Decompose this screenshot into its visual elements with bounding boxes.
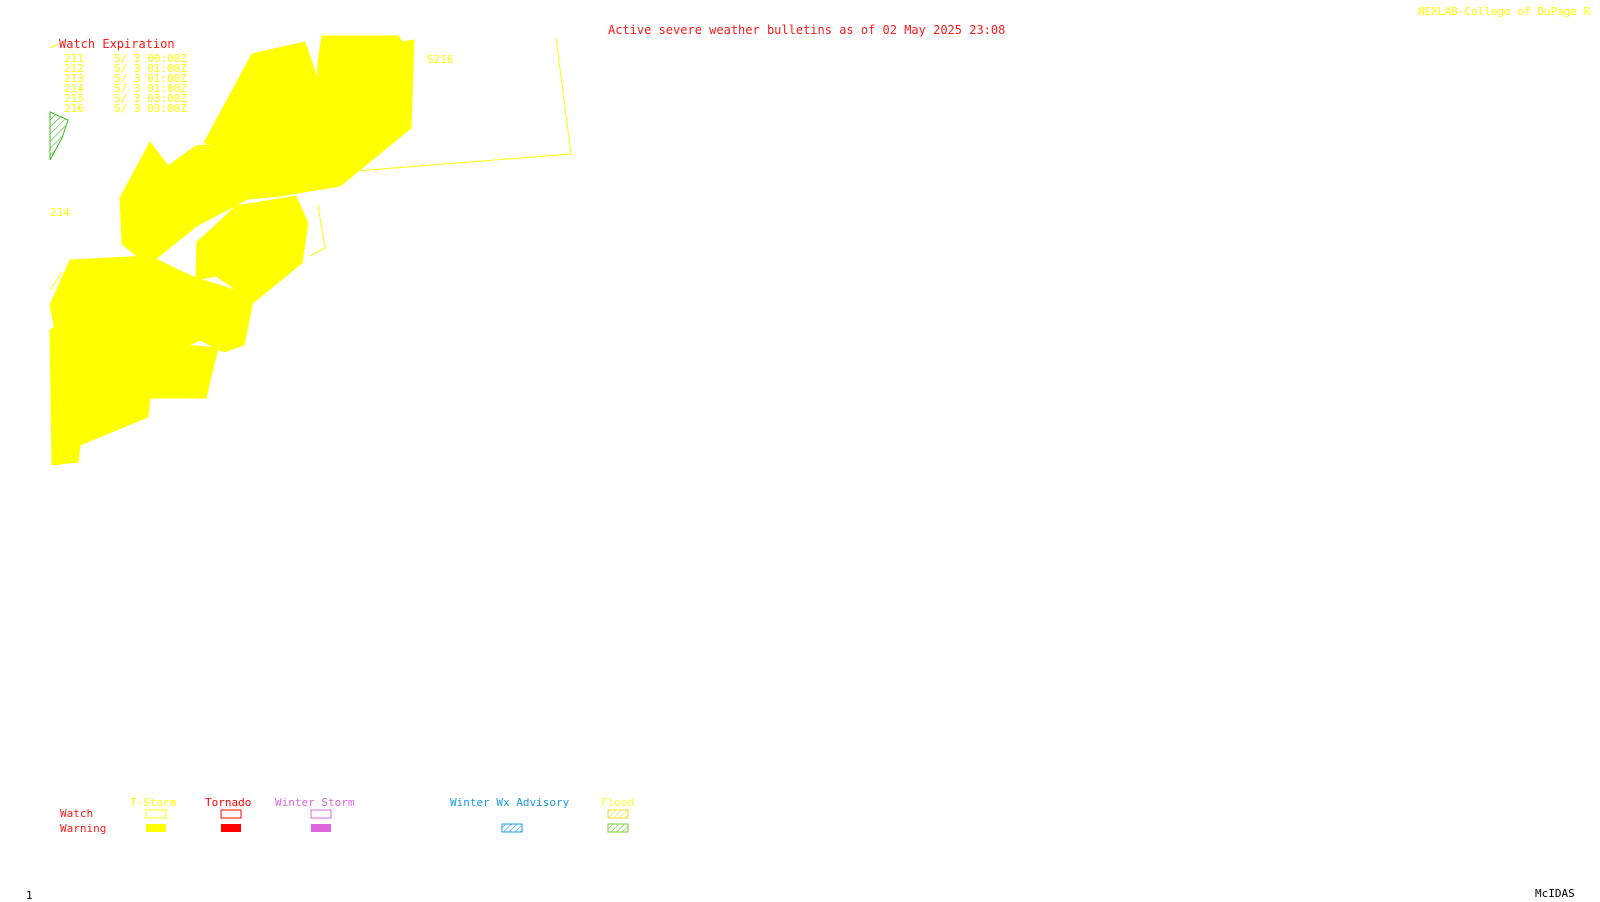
legend-warning-row-label: Warning: [60, 822, 107, 835]
watch-214-outline: [309, 204, 326, 257]
watch-id: 213: [64, 72, 84, 85]
watch-time: 5/ 3 03:00Z: [114, 92, 187, 105]
watch-id: 211: [64, 52, 84, 65]
watch-id: 214: [64, 82, 84, 95]
flood-warning-area: [49, 111, 69, 161]
legend-winter-storm-label: Winter Storm: [275, 796, 355, 809]
list-item: 212 5/ 3 01:00Z: [64, 62, 187, 75]
frame-number: 1: [26, 889, 33, 902]
legend-swatches: [145, 809, 629, 833]
legend-watch-row-label: Watch: [60, 807, 94, 820]
list-item: 216 5/ 3 03:00Z: [64, 102, 187, 115]
legend-tornado-label: Tornado: [205, 796, 252, 809]
watch-expiration-heading: Watch Expiration: [59, 37, 175, 51]
watch-time: 5/ 3 01:00Z: [114, 82, 187, 95]
watch-time: 5/ 3 01:00Z: [114, 72, 187, 85]
watch-time: 5/ 3 01:00Z: [114, 62, 187, 75]
legend-flood-label: Flood: [601, 796, 635, 809]
bulletin-title: Active severe weather bulletins as of 02…: [608, 23, 1006, 37]
watch-216-outline: [355, 37, 572, 172]
watch-time: 5/ 3 00:00Z: [114, 52, 187, 65]
software-label: McIDAS: [1535, 887, 1575, 900]
watch-id: 216: [64, 102, 84, 115]
list-item: 211 5/ 3 00:00Z: [64, 52, 187, 65]
legend-tstorm-label: T-Storm: [130, 796, 177, 809]
watch-outline-west: [49, 43, 59, 49]
watch-id: 215: [64, 92, 84, 105]
tstorm-warning-polygons: [49, 35, 415, 466]
list-item: 213 5/ 3 01:00Z: [64, 72, 187, 85]
list-item: 214 5/ 3 01:00Z: [64, 82, 187, 95]
watch-214-label: 214: [50, 206, 70, 219]
credit-label: NEXLAB-College of DuPage R: [1418, 5, 1591, 18]
watch-216-label: S216: [427, 53, 454, 66]
watch-expiration-list: 211 5/ 3 00:00Z 212 5/ 3 01:00Z 213 5/ 3 01…: [64, 52, 187, 115]
watch-id: 212: [64, 62, 84, 75]
watch-time: 5/ 3 03:00Z: [114, 102, 187, 115]
legend-winter-advisory-label: Winter Wx Advisory: [450, 796, 570, 809]
list-item: 215 5/ 3 03:00Z: [64, 92, 187, 105]
watch-outline-west-2: [49, 271, 63, 291]
